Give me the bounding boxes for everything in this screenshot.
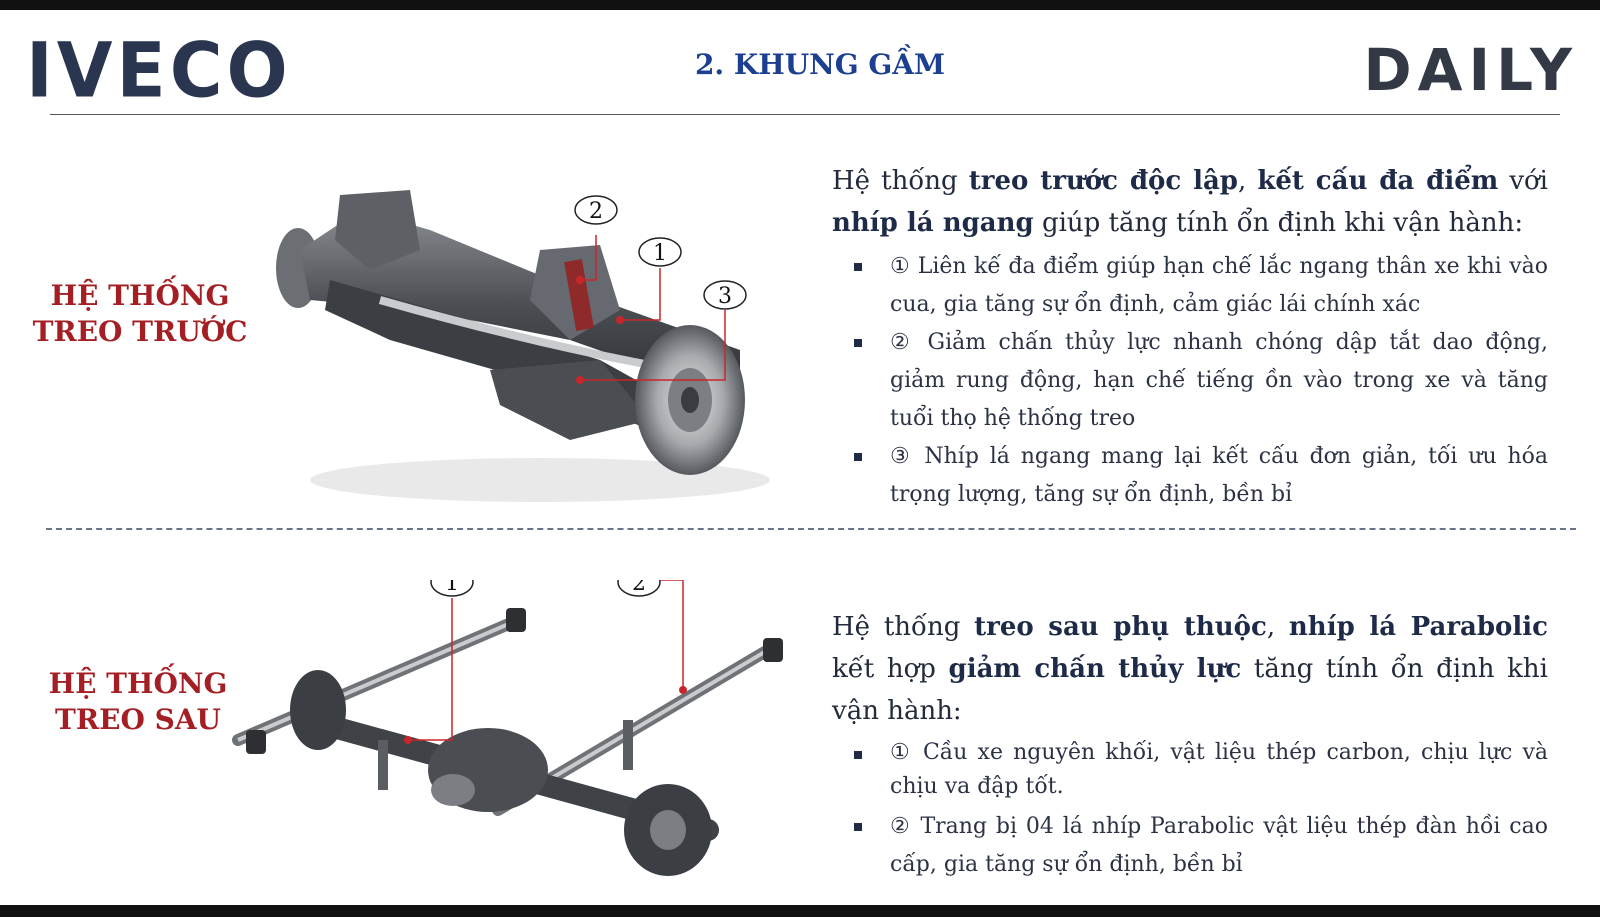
front-callout-group: 2 1 3 <box>574 195 747 384</box>
front-callout-3: 3 <box>718 284 732 309</box>
rear-label-line2: TREO SAU <box>55 703 221 736</box>
intro-bold: giảm chấn thủy lực <box>948 654 1242 684</box>
intro-bold: nhíp lá Parabolic <box>1288 612 1548 642</box>
intro-bold: treo trước độc lập <box>968 166 1238 196</box>
rear-suspension-label: HỆ THỐNG TREO SAU <box>28 666 248 738</box>
front-label-line2: TREO TRƯỚC <box>32 315 248 348</box>
front-suspension-image: 2 1 3 <box>276 190 770 502</box>
section-divider <box>46 528 1576 530</box>
intro-text: kết hợp <box>832 654 949 684</box>
bullet-item: ③ Nhíp lá ngang mang lại kết cấu đơn giả… <box>832 438 1548 514</box>
iveco-logo: IVECO <box>26 25 292 115</box>
intro-bold: nhíp lá ngang <box>832 208 1034 238</box>
intro-text: Hệ thống <box>832 166 969 196</box>
front-label-line1: HỆ THỐNG <box>50 279 230 312</box>
intro-text: với <box>1498 166 1548 196</box>
bullet-item: ① Cầu xe nguyên khối, vật liệu thép carb… <box>832 736 1548 804</box>
rear-callout-1: 1 <box>445 580 459 596</box>
bullet-item: ② Trang bị 04 lá nhíp Parabolic vật liệu… <box>832 808 1548 884</box>
daily-logo: DAILY <box>1363 36 1578 104</box>
rear-callout-group: 1 2 <box>404 580 687 744</box>
intro-text: Hệ thống <box>832 612 975 642</box>
rear-suspension-image: 1 2 <box>232 580 783 876</box>
page-title: 2. KHUNG GẦM <box>694 48 946 81</box>
front-callout-2: 2 <box>589 199 603 224</box>
front-suspension-label: HỆ THỐNG TREO TRƯỚC <box>30 278 250 350</box>
front-suspension-description: Hệ thống treo trước độc lập, kết cấu đa … <box>832 160 1548 514</box>
front-intro: Hệ thống treo trước độc lập, kết cấu đa … <box>832 160 1548 244</box>
bullet-item: ② Giảm chấn thủy lực nhanh chóng dập tắt… <box>832 324 1548 438</box>
rear-bullet-list: ① Cầu xe nguyên khối, vật liệu thép carb… <box>832 736 1548 884</box>
intro-bold: kết cấu đa điểm <box>1257 166 1499 196</box>
intro-bold: treo sau phụ thuộc <box>974 612 1267 642</box>
rear-label-line1: HỆ THỐNG <box>48 667 228 700</box>
rear-intro: Hệ thống treo sau phụ thuộc, nhíp lá Par… <box>832 606 1548 732</box>
header-divider <box>50 114 1560 115</box>
rear-suspension-description: Hệ thống treo sau phụ thuộc, nhíp lá Par… <box>832 606 1548 884</box>
intro-text: tăng tính ổn định khi vận hành: <box>832 654 1548 726</box>
front-callout-1: 1 <box>653 241 667 266</box>
bullet-item: ① Liên kế đa điểm giúp hạn chế lắc ngang… <box>832 248 1548 324</box>
rear-callout-2: 2 <box>632 580 646 596</box>
front-bullet-list: ① Liên kế đa điểm giúp hạn chế lắc ngang… <box>832 248 1548 514</box>
intro-text: , <box>1266 612 1289 642</box>
intro-text: giúp tăng tính ổn định khi vận hành: <box>1033 208 1524 238</box>
intro-text: , <box>1237 166 1258 196</box>
